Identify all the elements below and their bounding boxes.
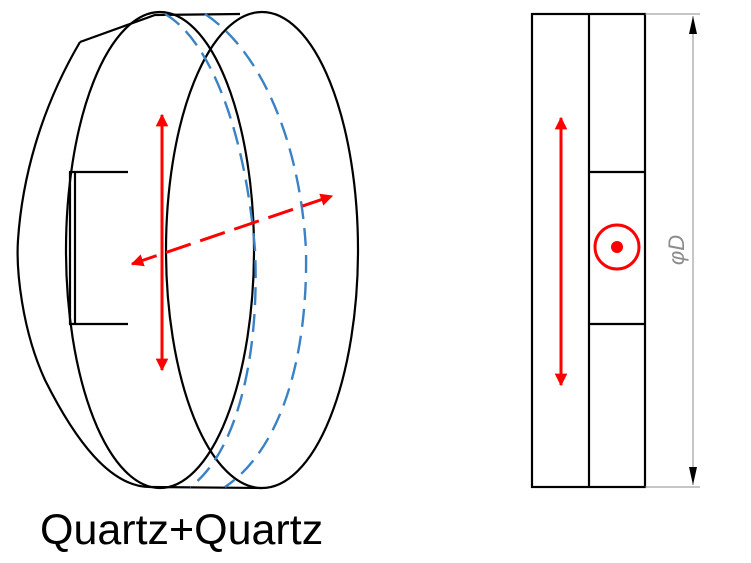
diameter-dimension — [645, 13, 700, 488]
bottom-edge — [149, 485, 263, 490]
side-view-axes — [554, 116, 641, 387]
dimension-arrow-bottom — [689, 467, 697, 485]
circle-dot-center — [611, 241, 623, 253]
flat-notch — [68, 170, 128, 326]
circle-dot-icon — [593, 223, 641, 271]
caption: Quartz+Quartz — [40, 506, 323, 554]
side-view — [530, 12, 647, 489]
front-disc-outline — [164, 10, 360, 490]
isometric-view — [16, 10, 360, 490]
isometric-axes — [130, 113, 334, 372]
middle-disc-outline — [64, 10, 256, 490]
dimension-arrow-top — [689, 16, 697, 34]
back-disc-outline — [16, 41, 151, 489]
diameter-label: φD — [664, 235, 689, 265]
hidden-edges — [164, 12, 308, 488]
hidden-edge-inner — [164, 12, 257, 488]
hidden-edge-outer — [204, 12, 308, 488]
top-edge — [79, 12, 241, 44]
